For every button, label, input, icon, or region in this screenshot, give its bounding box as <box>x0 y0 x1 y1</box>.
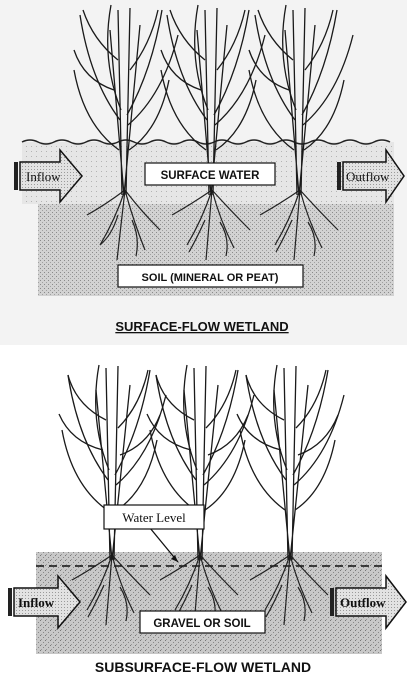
panel-separator <box>0 345 407 348</box>
surface-water-label: SURFACE WATER <box>161 170 261 182</box>
surface-flow-title: SURFACE-FLOW WETLAND <box>115 319 288 334</box>
subsurface-flow-panel: Water Level Inflow Outflow GRAVEL OR SOI… <box>8 365 406 675</box>
inflow-label-bottom: Inflow <box>18 595 55 610</box>
plants-bottom <box>59 365 344 560</box>
surface-flow-panel: Inflow Outflow SURFACE WATER SOIL (MINER… <box>0 0 407 345</box>
subsurface-flow-title: SUBSURFACE-FLOW WETLAND <box>95 659 311 675</box>
inflow-label-top: Inflow <box>26 169 61 184</box>
gravel-label: GRAVEL OR SOIL <box>153 618 250 630</box>
outflow-label-top: Outflow <box>346 169 390 184</box>
outflow-label-bottom: Outflow <box>340 595 386 610</box>
water-level-label: Water Level <box>122 510 186 525</box>
soil-label: SOIL (MINERAL OR PEAT) <box>142 272 279 284</box>
